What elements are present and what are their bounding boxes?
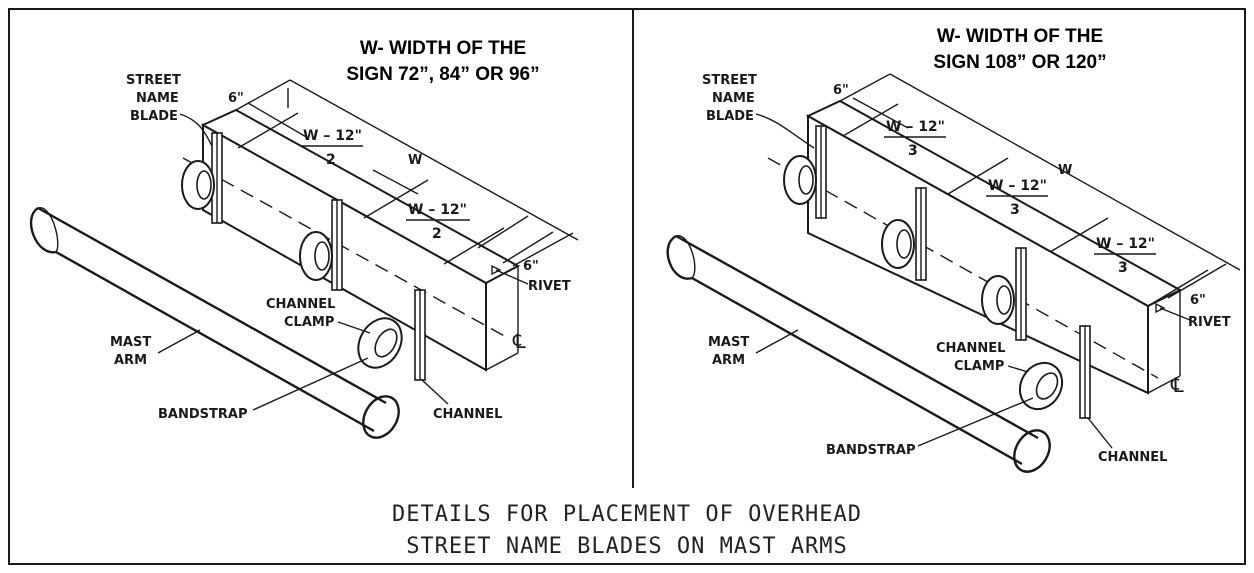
left-street-name-line1: STREET xyxy=(126,73,181,88)
left-header-line2: SIGN 72”, 84” OR 96” xyxy=(346,64,539,85)
left-mast-arm-line2: ARM xyxy=(114,353,147,368)
left-dim-6-right: 6" xyxy=(523,259,539,274)
right-clamps xyxy=(783,155,1064,411)
right-header-line1: W- WIDTH OF THE xyxy=(937,26,1103,47)
left-street-name-line3: BLADE xyxy=(130,109,178,124)
right-header-line2: SIGN 108” OR 120” xyxy=(933,52,1106,73)
right-dim-6-right: 6" xyxy=(1190,293,1206,308)
right-dim-frac-den-3: 3 xyxy=(1118,260,1128,276)
right-detail: W- WIDTH OF THE SIGN 108” OR 120” xyxy=(666,26,1241,473)
left-dim-frac-den-2: 2 xyxy=(432,226,442,242)
right-channel-label: CHANNEL xyxy=(1098,450,1167,465)
left-dim-6-top: 6" xyxy=(228,91,244,106)
right-dim-frac-den-1: 3 xyxy=(908,143,918,159)
left-mast-arm xyxy=(29,206,400,439)
left-dim-frac-num-1: W – 12" xyxy=(303,128,362,144)
left-street-name-line2: NAME xyxy=(136,91,179,106)
left-dim-frac-num-2: W – 12" xyxy=(408,202,467,218)
left-clamps xyxy=(181,160,403,369)
right-dim-6-top: 6" xyxy=(833,83,849,98)
left-centerline-symbol: ℄ xyxy=(512,329,526,353)
left-dim-w: W xyxy=(408,153,422,168)
left-channel-clamp-line2: CLAMP xyxy=(284,315,334,330)
left-header-line1: W- WIDTH OF THE xyxy=(360,38,526,59)
left-channel-clamp-line1: CHANNEL xyxy=(266,297,335,312)
right-dim-frac-num-1: W – 12" xyxy=(886,119,945,135)
drawing-title-line2: STREET NAME BLADES ON MAST ARMS xyxy=(406,534,848,559)
right-mast-arm xyxy=(666,234,1051,473)
left-rivet-label: RIVET xyxy=(528,279,571,294)
drawing-title-line1: DETAILS FOR PLACEMENT OF OVERHEAD xyxy=(392,502,862,527)
right-dim-w: W xyxy=(1058,163,1072,178)
right-mast-arm-line1: MAST xyxy=(708,335,749,350)
left-bandstrap-label: BANDSTRAP xyxy=(158,407,247,422)
left-mast-arm-line1: MAST xyxy=(110,335,151,350)
left-detail: W- WIDTH OF THE SIGN 72”, 84” OR 96” xyxy=(29,38,579,439)
right-street-name-line3: BLADE xyxy=(706,109,754,124)
right-street-name-line2: NAME xyxy=(712,91,755,106)
right-centerline-symbol: ℄ xyxy=(1170,373,1184,397)
drawing-border xyxy=(8,8,1246,565)
right-bandstrap-label: BANDSTRAP xyxy=(826,443,915,458)
right-dim-frac-num-2: W – 12" xyxy=(988,178,1047,194)
detail-drawing: W- WIDTH OF THE SIGN 72”, 84” OR 96” xyxy=(8,8,1246,565)
right-dim-frac-den-2: 3 xyxy=(1010,202,1020,218)
right-channel-clamp-line2: CLAMP xyxy=(954,359,1004,374)
right-rivet-label: RIVET xyxy=(1188,315,1231,330)
right-street-name-line1: STREET xyxy=(702,73,757,88)
right-dim-frac-num-3: W – 12" xyxy=(1096,236,1155,252)
left-channel-label: CHANNEL xyxy=(433,407,502,422)
right-mast-arm-line2: ARM xyxy=(712,353,745,368)
right-channel-clamp-line1: CHANNEL xyxy=(936,341,1005,356)
left-dim-frac-den-1: 2 xyxy=(326,152,336,168)
